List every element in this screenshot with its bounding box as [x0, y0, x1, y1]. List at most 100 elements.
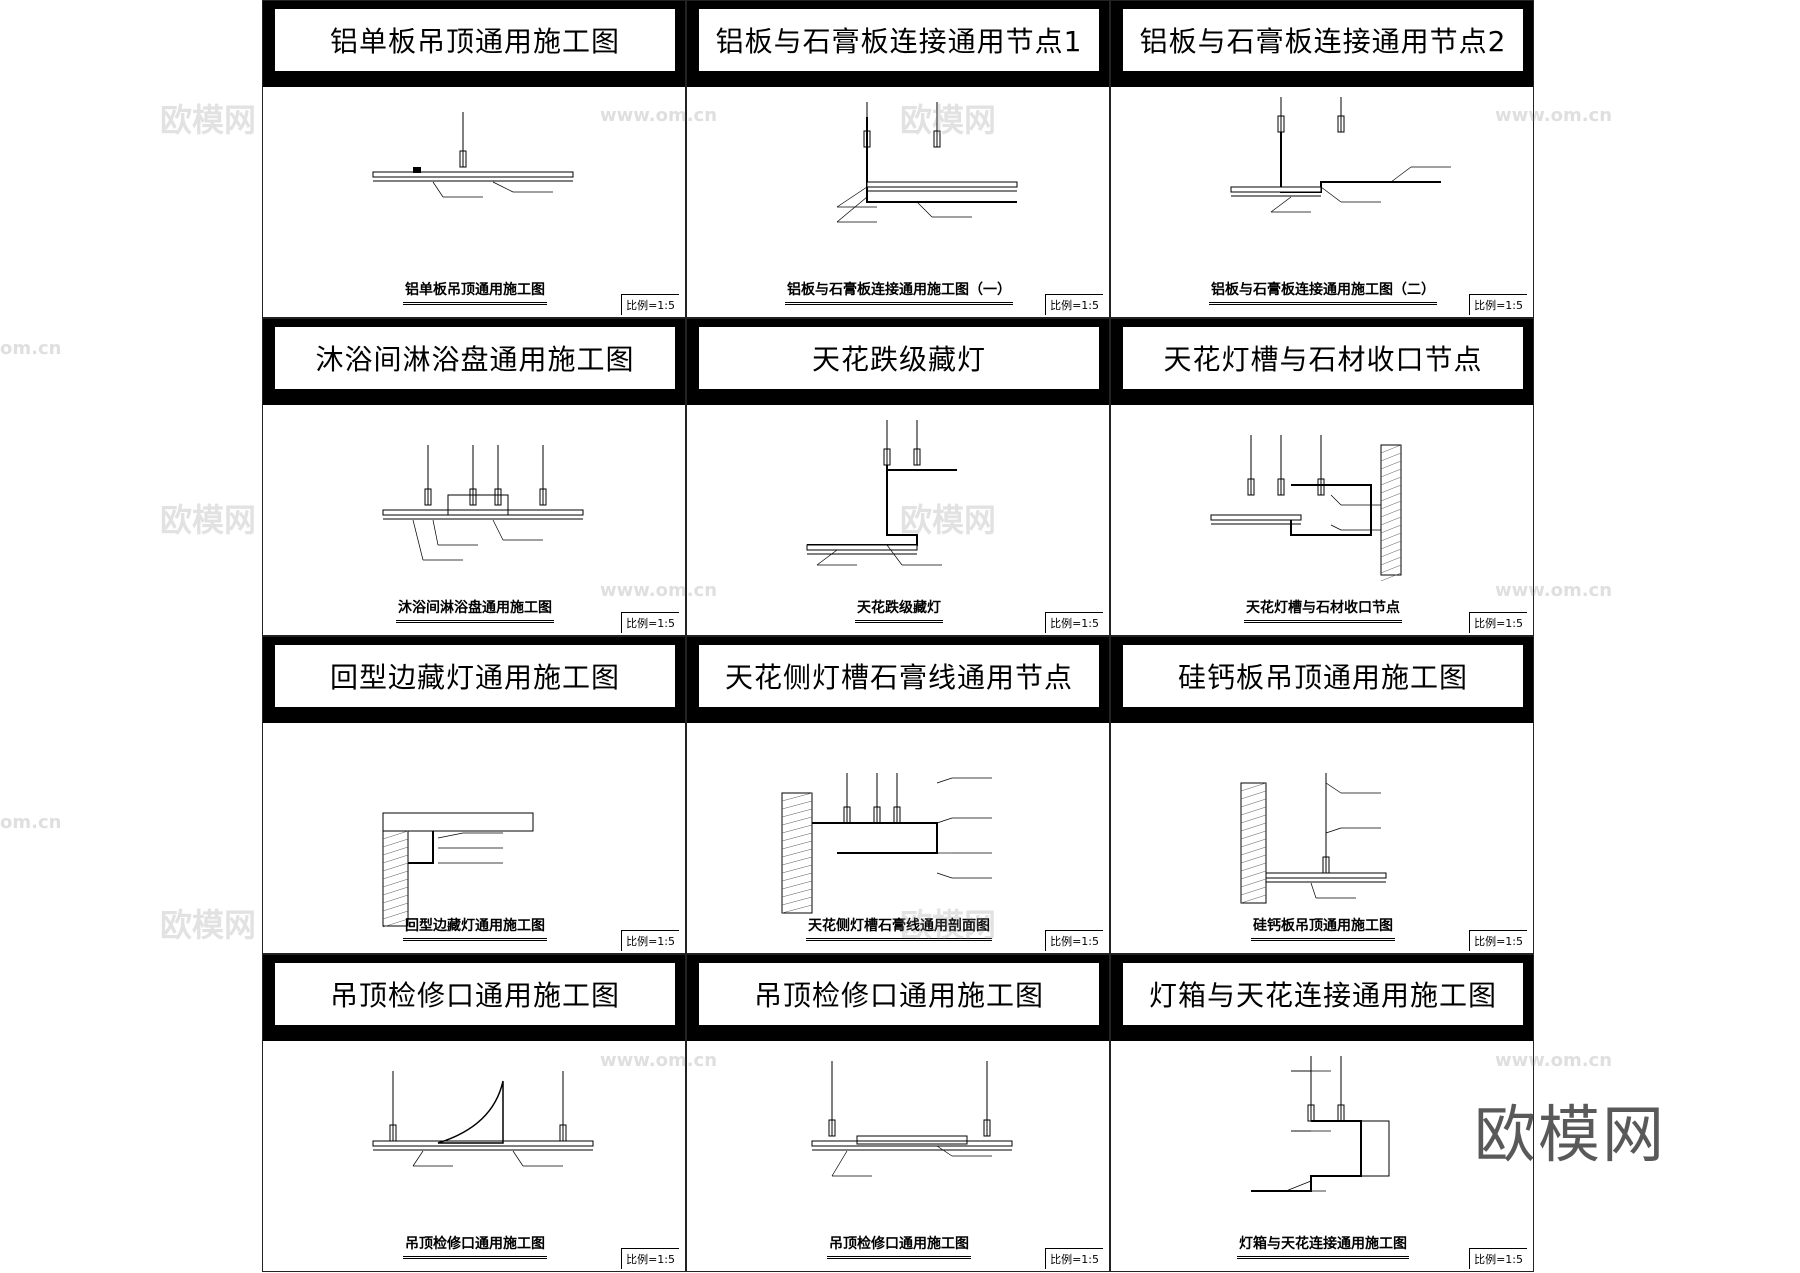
wall-hatch: [781, 824, 813, 834]
detail-panel-12: 灯箱与天花连接通用施工图 灯箱与天花连接通用施工图 比例=1:5: [1110, 954, 1534, 1272]
drawing-caption: 硅钙板吊顶通用施工图: [1251, 915, 1395, 941]
watermark-logo-faint: 欧模网: [160, 501, 257, 539]
wall-hatch: [1240, 782, 1267, 792]
wall-hatch: [1380, 556, 1402, 566]
hanger-clip: [933, 130, 941, 148]
drawing-caption: 沐浴间淋浴盘通用施工图: [396, 597, 554, 623]
wall-hatch: [1380, 500, 1402, 510]
scale-label: 比例=1:5: [1045, 612, 1103, 633]
detail-sketch: [1210, 435, 1402, 582]
hanger-clip: [494, 488, 502, 506]
title-banner: 天花侧灯槽石膏线通用节点: [687, 637, 1109, 723]
leader-line: [432, 181, 444, 198]
leader-line: [1330, 524, 1342, 531]
scale-label: 比例=1:5: [1469, 612, 1527, 633]
leader-line: [816, 549, 838, 566]
leader-line: [1285, 1180, 1312, 1192]
wall-hatch: [781, 856, 813, 866]
wall-hatch: [1380, 444, 1402, 454]
ceiling-board: [372, 171, 574, 178]
wall-hatch: [382, 862, 409, 872]
detail-sketch: [382, 445, 584, 561]
leader-line: [1330, 494, 1342, 506]
wall-hatch: [382, 894, 409, 904]
wall-hatch: [781, 840, 813, 850]
leader-line: [432, 519, 439, 546]
title-banner: 天花跌级藏灯: [687, 319, 1109, 405]
lightbox: [1360, 1120, 1390, 1177]
leader-line: [492, 519, 504, 541]
detail-drawing: 铝板与石膏板连接通用施工图（一）: [687, 87, 1109, 317]
wall-hatch: [1240, 846, 1267, 856]
wall-hatch: [1380, 516, 1402, 526]
wall-hatch: [781, 864, 813, 874]
wall-hatch: [781, 904, 813, 914]
leader-line: [412, 1150, 424, 1167]
detail-drawing: 铝单板吊顶通用施工图: [263, 87, 685, 317]
wall-hatch: [1380, 532, 1402, 542]
wall-hatch: [1380, 492, 1402, 502]
detail-drawing: 天花侧灯槽石膏线通用剖面图: [687, 723, 1109, 953]
wall-hatch: [382, 854, 409, 864]
leader-line: [936, 872, 953, 879]
leader-line: [836, 186, 868, 208]
detail-panel-10: 吊顶检修口通用施工图 吊顶检修口通用施工图 比例=1:5: [262, 954, 686, 1272]
drawing-caption: 天花侧灯槽石膏线通用剖面图: [806, 915, 992, 941]
leader-line: [512, 1150, 524, 1167]
scale-label: 比例=1:5: [1045, 1248, 1103, 1269]
detail-drawing: 吊顶检修口通用施工图: [263, 1041, 685, 1271]
wall-hatch: [1240, 886, 1267, 896]
detail-drawing: 回型边藏灯通用施工图: [263, 723, 685, 953]
detail-sketch: [372, 112, 574, 198]
wall-hatch: [781, 896, 813, 906]
leader-line: [936, 1145, 953, 1157]
scale-label: 比例=1:5: [1469, 294, 1527, 315]
panel-title: 铝单板吊顶通用施工图: [275, 9, 675, 71]
leader-line: [936, 817, 953, 824]
wall-hatch: [1380, 548, 1402, 558]
access-panel: [856, 1135, 968, 1145]
leader-line: [1320, 186, 1342, 203]
title-banner: 硅钙板吊顶通用施工图: [1111, 637, 1533, 723]
scale-label: 比例=1:5: [621, 294, 679, 315]
detail-sketch: [1251, 1056, 1390, 1192]
panel-title: 铝板与石膏板连接通用节点2: [1123, 9, 1523, 71]
hanger-clip: [983, 1119, 991, 1137]
ceiling-board: [1230, 186, 1322, 193]
wall-hatch: [1380, 468, 1402, 478]
detail-panel-9: 硅钙板吊顶通用施工图 硅钙板吊顶通用施工图 比例=1:5: [1110, 636, 1534, 954]
drawing-sheet: 铝单板吊顶通用施工图 铝单板吊顶通用施工图 比例=1:5 铝板与石膏板连接通用节…: [262, 0, 1534, 1273]
scale-label: 比例=1:5: [1045, 294, 1103, 315]
wall-hatch: [1380, 572, 1402, 582]
drawing-caption-wrap: 回型边藏灯通用施工图: [263, 915, 685, 941]
wall-hatch: [1380, 476, 1402, 486]
shower-tray: [447, 494, 509, 516]
title-banner: 铝板与石膏板连接通用节点2: [1111, 1, 1533, 87]
scale-label: 比例=1:5: [621, 1248, 679, 1269]
drawing-caption: 天花跌级藏灯: [855, 597, 943, 623]
wall-hatch: [781, 800, 813, 810]
detail-panel-8: 天花侧灯槽石膏线通用节点 天花侧灯槽石膏线通用剖面图 比例=1:5: [686, 636, 1110, 954]
wall-hatch: [382, 830, 409, 840]
wall-hatch: [1380, 540, 1402, 550]
wall-hatch: [1380, 460, 1402, 470]
leader-line: [437, 832, 464, 839]
detail-panel-7: 回型边藏灯通用施工图 回型边藏灯通用施工图 比例=1:5: [262, 636, 686, 954]
wall-hatch: [781, 848, 813, 858]
detail-sketch: [811, 1061, 1013, 1177]
watermark-url-edge: om.cn: [0, 812, 62, 833]
watermark-logo-faint: 欧模网: [160, 906, 257, 944]
leader-line: [492, 181, 514, 193]
board-profile: [866, 117, 1017, 203]
wall-hatch: [382, 886, 409, 896]
wall-hatch: [1380, 564, 1402, 574]
drawing-caption: 灯箱与天花连接通用施工图: [1237, 1233, 1409, 1259]
drawing-caption-wrap: 铝单板吊顶通用施工图: [263, 279, 685, 305]
wall-hatch: [1240, 806, 1267, 816]
detail-sketch: [382, 812, 534, 928]
detail-sketch: [836, 102, 1018, 223]
wall-hatch: [1380, 452, 1402, 462]
hanger-clip: [424, 488, 432, 506]
hanger-clip: [1247, 478, 1255, 496]
panel-title: 吊顶检修口通用施工图: [275, 963, 675, 1025]
